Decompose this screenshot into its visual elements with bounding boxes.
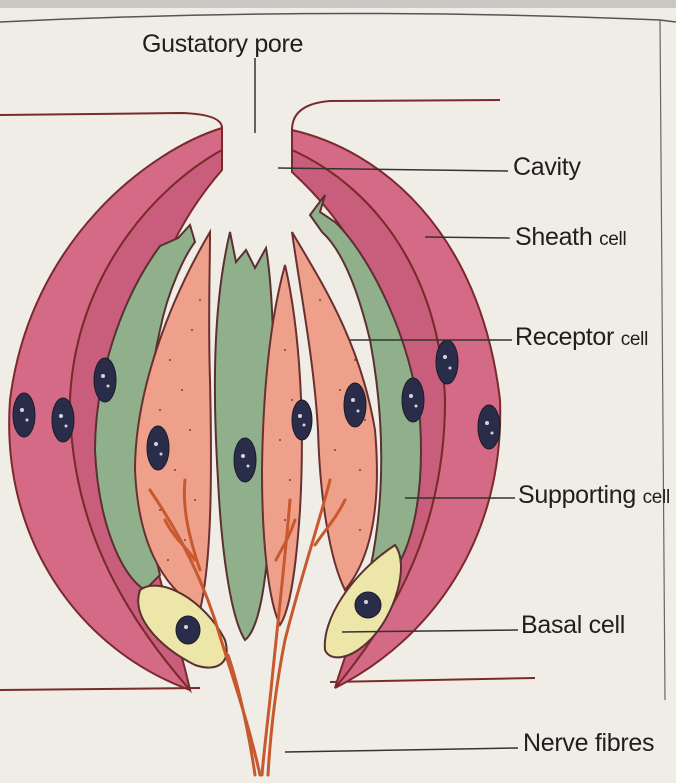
basement-line-left <box>0 688 200 690</box>
epithelium-surface-right <box>292 100 500 130</box>
label-sheath-main: Sheath <box>515 223 592 251</box>
label-receptor-cell: Receptor cell <box>515 325 648 350</box>
page-edge <box>0 0 676 8</box>
label-supporting-main: Supporting <box>518 481 636 509</box>
label-cavity: Cavity <box>513 155 581 180</box>
label-supporting-cell: Supporting cell <box>518 483 670 508</box>
leader-sheath <box>425 237 510 238</box>
leader-nerve <box>285 748 518 752</box>
epithelium-surface-left <box>0 113 222 128</box>
label-receptor-main: Receptor <box>515 323 614 351</box>
label-receptor-sub: cell <box>621 329 648 350</box>
frame-top-line <box>0 13 676 22</box>
label-sheath-cell: Sheath cell <box>515 225 626 250</box>
label-basal-cell: Basal cell <box>521 613 625 638</box>
label-nerve-fibres: Nerve fibres <box>523 731 654 756</box>
frame-right-line <box>660 20 665 700</box>
basement-line-right <box>330 678 535 682</box>
label-sheath-sub: cell <box>599 229 626 250</box>
label-supporting-sub: cell <box>643 487 670 508</box>
label-gustatory-pore: Gustatory pore <box>142 32 303 57</box>
